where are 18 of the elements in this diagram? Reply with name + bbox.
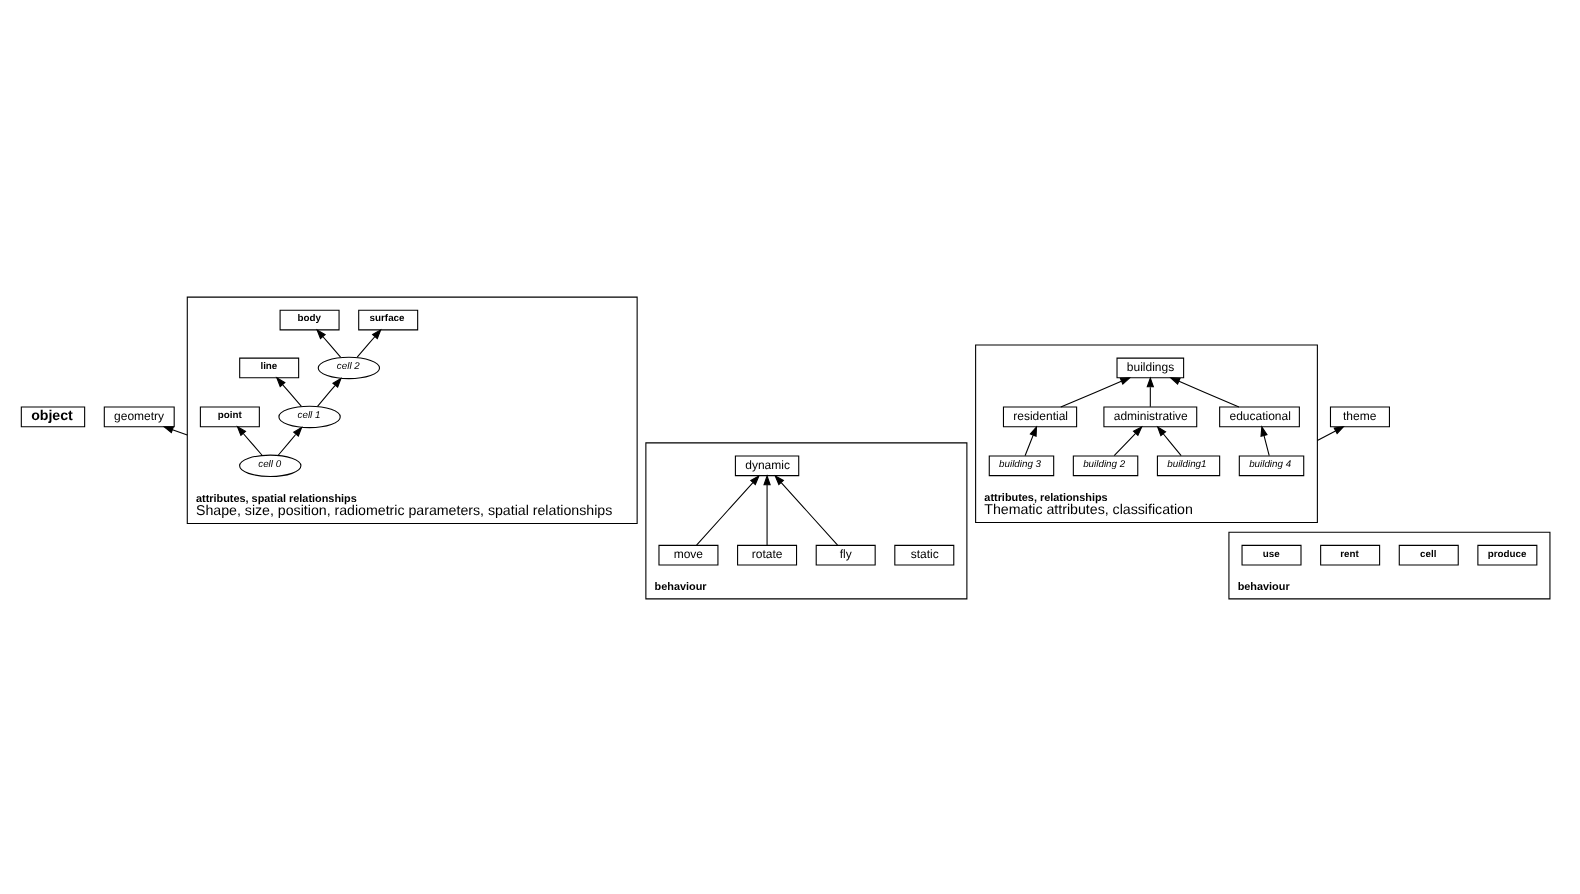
arrow bbox=[763, 473, 771, 545]
arrow bbox=[316, 327, 342, 357]
arrow bbox=[1156, 424, 1182, 456]
arrow bbox=[356, 327, 382, 357]
arrow bbox=[1169, 376, 1240, 407]
arrow bbox=[1024, 424, 1038, 456]
arrow bbox=[696, 473, 760, 545]
arrow bbox=[1316, 424, 1345, 441]
arrow bbox=[1146, 375, 1155, 407]
arrow bbox=[1060, 376, 1132, 407]
arrow bbox=[1260, 424, 1270, 456]
arrow bbox=[774, 473, 839, 545]
arrow bbox=[1113, 424, 1143, 456]
arrow bbox=[236, 424, 263, 455]
arrow bbox=[277, 425, 303, 455]
arrow bbox=[162, 425, 188, 435]
arrow bbox=[275, 375, 302, 406]
arrow bbox=[317, 376, 342, 406]
